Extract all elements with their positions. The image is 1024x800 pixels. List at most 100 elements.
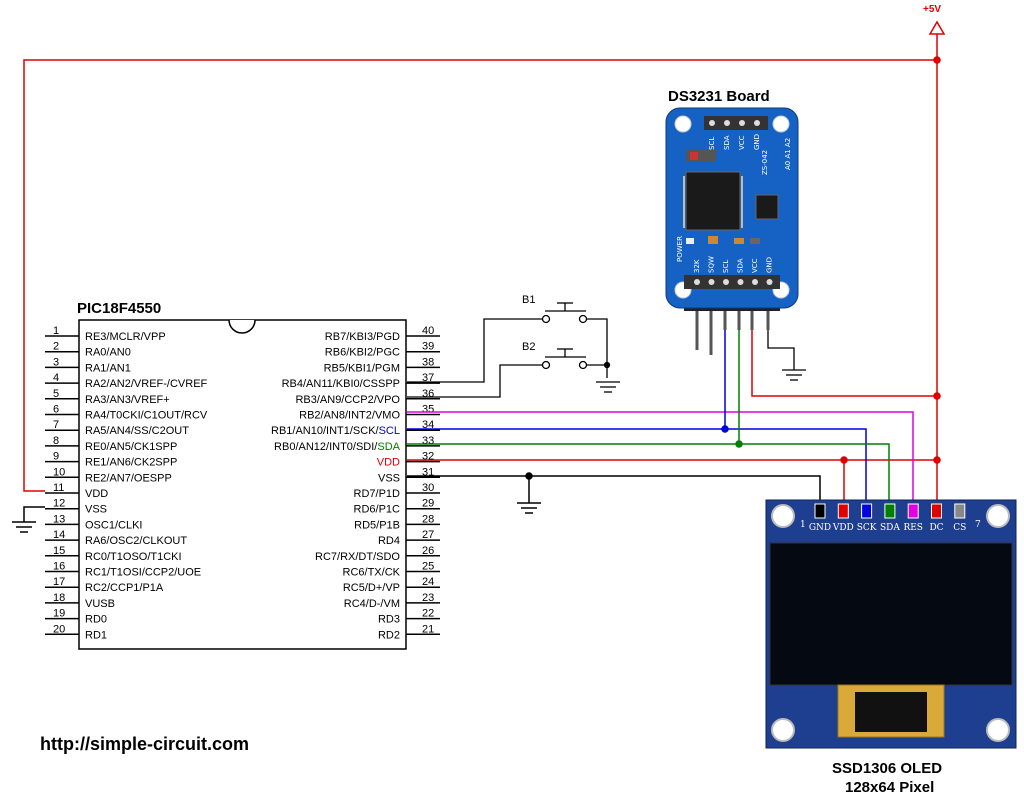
mcu-pin-label: RA2/AN2/VREF-/CVREF xyxy=(85,378,208,390)
mcu-pin-label: RE1/AN6/CK2SPP xyxy=(85,457,177,469)
mcu-pin-number: 10 xyxy=(53,466,65,478)
mcu-pin-number: 16 xyxy=(53,561,65,573)
rtc-bottom-pin-label: 32K xyxy=(693,259,701,273)
mcu-pin-label-text: RD4 xyxy=(378,535,400,547)
mcu-pin-label-signal: SCL xyxy=(379,425,400,437)
oled-pin-label: SCK xyxy=(857,523,877,533)
mcu-pin-number: 3 xyxy=(53,356,59,368)
rtc-top-pin-label: VCC xyxy=(738,135,746,150)
mcu-pin-label: RC6/TX/CK xyxy=(343,567,401,579)
res-wire xyxy=(407,411,914,515)
mcu-name: PIC18F4550 xyxy=(77,300,161,317)
rtc-header-pin xyxy=(737,279,744,285)
mcu-pin-label: RB7/KBI3/PGD xyxy=(325,331,400,343)
power-label: +5V xyxy=(923,4,941,15)
rtc-header-pin xyxy=(723,279,729,285)
oled-pin-label: CS xyxy=(953,523,966,533)
mcu-pin-number: 37 xyxy=(422,372,434,384)
oled-pin-label: GND xyxy=(809,523,831,533)
mcu-pin-label: RA6/OSC2/CLKOUT xyxy=(85,535,187,547)
mcu-pin-label: VDD xyxy=(377,457,400,469)
mcu-pin-label: RA1/AN1 xyxy=(85,362,131,374)
mcu-pin-label: RC2/CCP1/P1A xyxy=(85,582,164,594)
mcu-pin-number: 4 xyxy=(53,372,59,384)
mcu-pin-label: OSC1/CLKI xyxy=(85,519,142,531)
mcu-pin-label: RD7/P1D xyxy=(354,488,401,500)
oled-subtitle: 128x64 Pixel xyxy=(845,779,934,796)
mcu-pin-label-text: RB0/AN12/INT0/SDI/ xyxy=(274,441,378,453)
mcu-pin-number: 30 xyxy=(422,482,434,494)
rtc-top-pin-label: GND xyxy=(753,134,761,150)
mcu-pin-label-text: RD3 xyxy=(378,614,400,626)
mcu-pin-number: 18 xyxy=(53,592,65,604)
oled-pin-label: RES xyxy=(903,523,923,533)
mcu-pin-number: 40 xyxy=(422,325,434,337)
mcu-pin-label: RC4/D-/VM xyxy=(344,598,400,610)
mcu-pin-label: RD1 xyxy=(85,629,107,641)
rtc-bottom-pin-label: GND xyxy=(766,257,774,273)
mcu-pin-label: RC1/T1OSI/CCP2/UOE xyxy=(85,567,201,579)
mcu-pin-label: RD5/P1B xyxy=(354,519,400,531)
ground-symbol-pin12 xyxy=(12,506,45,533)
mcu-pin-number: 5 xyxy=(53,388,59,400)
mcu-pin-number: 6 xyxy=(53,404,59,416)
mcu-pin-label-text: RB3/AN9/CCP2/VPO xyxy=(295,394,400,406)
mcu-pin-number: 11 xyxy=(53,482,64,494)
mcu-pin-label-text: RB4/AN11/KBI0/CSSPP xyxy=(282,378,400,390)
mcu-pin-label-text: RD6/P1C xyxy=(354,504,401,516)
oled-pin-first: 1 xyxy=(800,520,806,530)
mcu-pin-label: RB4/AN11/KBI0/CSSPP xyxy=(282,378,400,390)
mcu-pin-number: 13 xyxy=(53,513,65,525)
mcu-pin-label-text: RB1/AN10/INT1/SCK/ xyxy=(271,425,380,437)
oled-pin-pad xyxy=(907,503,919,519)
mcu-pin-number: 27 xyxy=(422,529,434,541)
rtc-bottom-pin-label: SDA xyxy=(737,258,745,273)
mcu-pin-number: 7 xyxy=(53,419,59,431)
power-symbol: +5V xyxy=(923,4,946,515)
mcu-pin-label: RE0/AN5/CK1SPP xyxy=(85,441,177,453)
rtc-addr-label: A0 A1 A2 xyxy=(784,138,792,170)
oled-pin-label: VDD xyxy=(832,523,854,533)
mcu-pin-label: RD0 xyxy=(85,614,107,626)
rtc-bottom-pin-label: SQW xyxy=(708,256,716,273)
mcu-pin-label-text: VDD xyxy=(377,457,400,469)
oled-pin-pad xyxy=(861,503,873,519)
mcu-pin-label: RB5/KBI1/PGM xyxy=(324,362,400,374)
mcu-pin-number: 33 xyxy=(422,435,434,447)
mcu-pin-number: 17 xyxy=(53,576,65,588)
rtc-bottom-pin-label: VCC xyxy=(751,258,759,273)
mcu-pin-number: 25 xyxy=(422,561,434,573)
mcu-pin-number: 8 xyxy=(53,435,59,447)
mcu-pin-label: VSS xyxy=(378,472,400,484)
source-url: http://simple-circuit.com xyxy=(40,734,249,754)
button-b2-label: B2 xyxy=(522,341,535,353)
rtc-top-pin-label: SCL xyxy=(708,137,716,150)
mcu-pin-number: 23 xyxy=(422,592,434,604)
mcu-pin-number: 9 xyxy=(53,451,59,463)
rtc-top-pin-label: SDA xyxy=(723,135,731,150)
mcu-pin-label-text: RD7/P1D xyxy=(354,488,401,500)
mcu-pin-label: RA3/AN3/VREF+ xyxy=(85,394,170,406)
mcu-pin-label: RE3/MCLR/VPP xyxy=(85,331,166,343)
gnd-wire xyxy=(407,472,821,515)
mcu-pin-label: RC5/D+/VP xyxy=(343,582,400,594)
mcu-pin-label: VSS xyxy=(85,504,107,516)
mcu-pin-number: 29 xyxy=(422,498,434,510)
mcu-pin-label-text: RC6/TX/CK xyxy=(343,567,401,579)
rtc-header-pin xyxy=(752,279,758,285)
mcu-pin-label: VUSB xyxy=(85,598,115,610)
mcu-pin-label: RD2 xyxy=(378,629,400,641)
mcu-pin-label-text: RB7/KBI3/PGD xyxy=(325,331,400,343)
mcu-pin-label-text: RB5/KBI1/PGM xyxy=(324,362,400,374)
rtc-name: DS3231 Board xyxy=(668,88,770,105)
mcu-pin-number: 2 xyxy=(53,341,59,353)
button-b1-label: B1 xyxy=(522,294,535,306)
mcu-pin-number: 21 xyxy=(422,623,434,635)
oled-pin-pad xyxy=(814,503,826,519)
mcu-pin-number: 38 xyxy=(422,356,434,368)
mcu-pin-label: RD6/P1C xyxy=(354,504,401,516)
oled-name: SSD1306 OLED xyxy=(832,760,942,777)
mcu-chip: PIC18F4550 xyxy=(77,300,407,650)
